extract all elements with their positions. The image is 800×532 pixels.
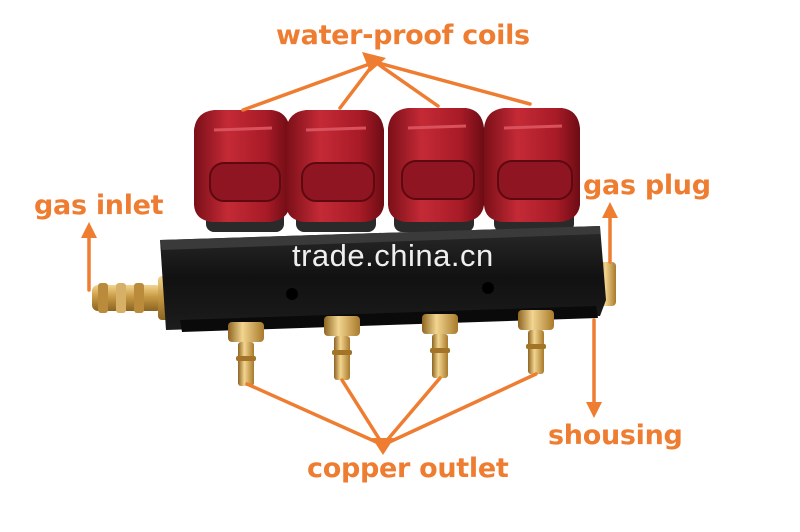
water-proof-coils-label: water-proof coils xyxy=(276,20,530,51)
copper-outlet-4 xyxy=(518,310,554,374)
housing-rail xyxy=(160,226,606,332)
coil-2 xyxy=(286,110,384,232)
housing-label: shousing xyxy=(548,420,683,451)
coil-4 xyxy=(484,108,580,232)
coil-1 xyxy=(194,110,290,232)
coil-3 xyxy=(388,108,484,232)
copper-outlet-3 xyxy=(422,314,458,378)
gas-inlet-label: gas inlet xyxy=(34,190,164,221)
copper-outlet-1 xyxy=(228,322,264,386)
arrowheads xyxy=(81,52,618,455)
copper-outlet-label: copper outlet xyxy=(307,453,509,484)
watermark-text: trade.china.cn xyxy=(292,238,494,273)
annotation-arrows xyxy=(87,60,612,447)
gas-plug-label: gas plug xyxy=(583,170,711,201)
copper-outlet-2 xyxy=(324,316,360,380)
